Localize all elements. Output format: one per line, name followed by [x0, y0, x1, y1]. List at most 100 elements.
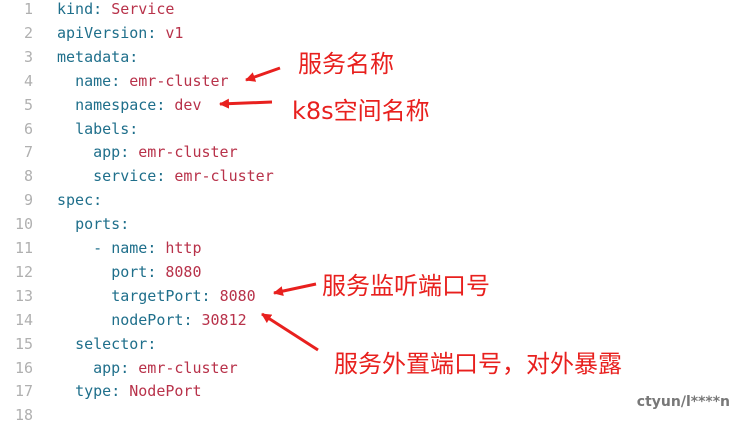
yaml-key: selector — [75, 334, 148, 353]
line-number: 11 — [14, 239, 33, 257]
yaml-value: emr-cluster — [138, 358, 238, 377]
yaml-value: emr-cluster — [138, 143, 238, 162]
indent — [57, 96, 75, 114]
indent — [57, 167, 93, 185]
line-number: 8 — [23, 167, 33, 186]
code-text: ports: — [57, 212, 129, 236]
code-text: port: 8080 — [57, 260, 202, 284]
code-text: kind: Service — [57, 0, 174, 21]
line-number: 7 — [23, 143, 33, 162]
yaml-value: dev — [174, 95, 202, 114]
code-line: 17 type: NodePort — [0, 379, 734, 403]
code-text: labels: — [57, 117, 138, 141]
yaml-value: Service — [111, 0, 175, 18]
yaml-key: spec — [57, 191, 94, 210]
yaml-key: namespace — [75, 95, 157, 114]
code-line: 18 — [0, 403, 734, 427]
code-line: 7 app: emr-cluster — [0, 140, 734, 164]
yaml-key: service — [93, 167, 157, 186]
yaml-value: http — [165, 239, 202, 257]
indent: - — [57, 239, 112, 257]
yaml-key: type — [75, 382, 112, 401]
code-line: 15 selector: — [0, 332, 734, 356]
line-number: 12 — [14, 262, 33, 281]
code-line: 11 - name: http — [0, 236, 734, 260]
line-number: 9 — [23, 191, 33, 210]
yaml-separator: : — [156, 167, 175, 186]
yaml-value: 8080 — [219, 286, 256, 305]
line-number: 15 — [14, 334, 33, 353]
yaml-value: 8080 — [165, 262, 202, 281]
yaml-separator: : — [129, 47, 139, 66]
code-text: selector: — [57, 332, 156, 356]
indent — [57, 382, 75, 400]
code-text: name: emr-cluster — [57, 69, 229, 93]
indent — [57, 215, 75, 233]
yaml-value: emr-cluster — [129, 71, 229, 90]
code-line: 6 labels: — [0, 117, 734, 141]
line-number: 13 — [14, 286, 33, 305]
yaml-key: targetPort — [111, 286, 202, 305]
yaml-separator: : — [147, 23, 166, 42]
yaml-value: v1 — [165, 23, 184, 42]
indent — [57, 287, 111, 305]
yaml-separator: : — [201, 286, 220, 305]
yaml-key: port — [111, 262, 148, 281]
yaml-separator: : — [111, 71, 130, 90]
yaml-separator: : — [147, 334, 157, 353]
line-number: 5 — [23, 95, 33, 114]
code-text: type: NodePort — [57, 379, 202, 403]
code-text: service: emr-cluster — [57, 164, 274, 188]
yaml-separator: : — [120, 143, 139, 162]
yaml-separator: : — [183, 310, 202, 329]
code-text: - name: http — [57, 236, 202, 260]
annotation-namespace: k8s空间名称 — [292, 97, 430, 125]
indent — [57, 143, 93, 161]
yaml-key: name — [111, 239, 148, 257]
line-number-gutter — [0, 0, 48, 412]
yaml-separator: : — [129, 119, 139, 138]
code-text: spec: — [57, 188, 102, 212]
line-number: 17 — [14, 382, 33, 401]
line-number: 3 — [23, 47, 33, 66]
indent — [57, 359, 93, 377]
code-line: 12 port: 8080 — [0, 260, 734, 284]
line-number: 6 — [23, 119, 33, 138]
yaml-key: apiVersion — [57, 23, 148, 42]
watermark: ctyun/l****n — [636, 394, 730, 410]
code-line: 5 namespace: dev — [0, 93, 734, 117]
yaml-key: ports — [75, 215, 121, 234]
indent — [57, 335, 75, 353]
code-line: 3 metadata: — [0, 45, 734, 69]
line-number: 2 — [23, 23, 33, 42]
code-line: 13 targetPort: 8080 — [0, 284, 734, 308]
line-number: 10 — [14, 215, 33, 234]
indent — [57, 120, 75, 138]
line-number: 1 — [23, 0, 33, 18]
yaml-value: NodePort — [129, 382, 202, 401]
yaml-separator: : — [147, 239, 166, 257]
indent — [57, 72, 75, 90]
annotation-listen-port: 服务监听端口号 — [322, 272, 490, 300]
yaml-key: metadata — [57, 47, 130, 66]
code-line: 9 spec: — [0, 188, 734, 212]
code-text: nodePort: 30812 — [57, 308, 246, 332]
code-line: 10 ports: — [0, 212, 734, 236]
yaml-separator: : — [93, 0, 112, 18]
indent — [57, 311, 111, 329]
line-number: 16 — [14, 358, 33, 377]
yaml-separator: : — [156, 95, 175, 114]
annotation-external-port: 服务外置端口号，对外暴露 — [334, 350, 622, 378]
code-line: 8 service: emr-cluster — [0, 164, 734, 188]
yaml-separator: : — [120, 358, 139, 377]
line-number: 14 — [14, 310, 33, 329]
yaml-separator: : — [147, 262, 166, 281]
yaml-key: app — [93, 143, 121, 162]
yaml-separator: : — [111, 382, 130, 401]
code-text: apiVersion: v1 — [57, 21, 183, 45]
code-text: app: emr-cluster — [57, 140, 238, 164]
code-text: metadata: — [57, 45, 138, 69]
code-text: targetPort: 8080 — [57, 284, 256, 308]
yaml-separator: : — [120, 215, 130, 234]
